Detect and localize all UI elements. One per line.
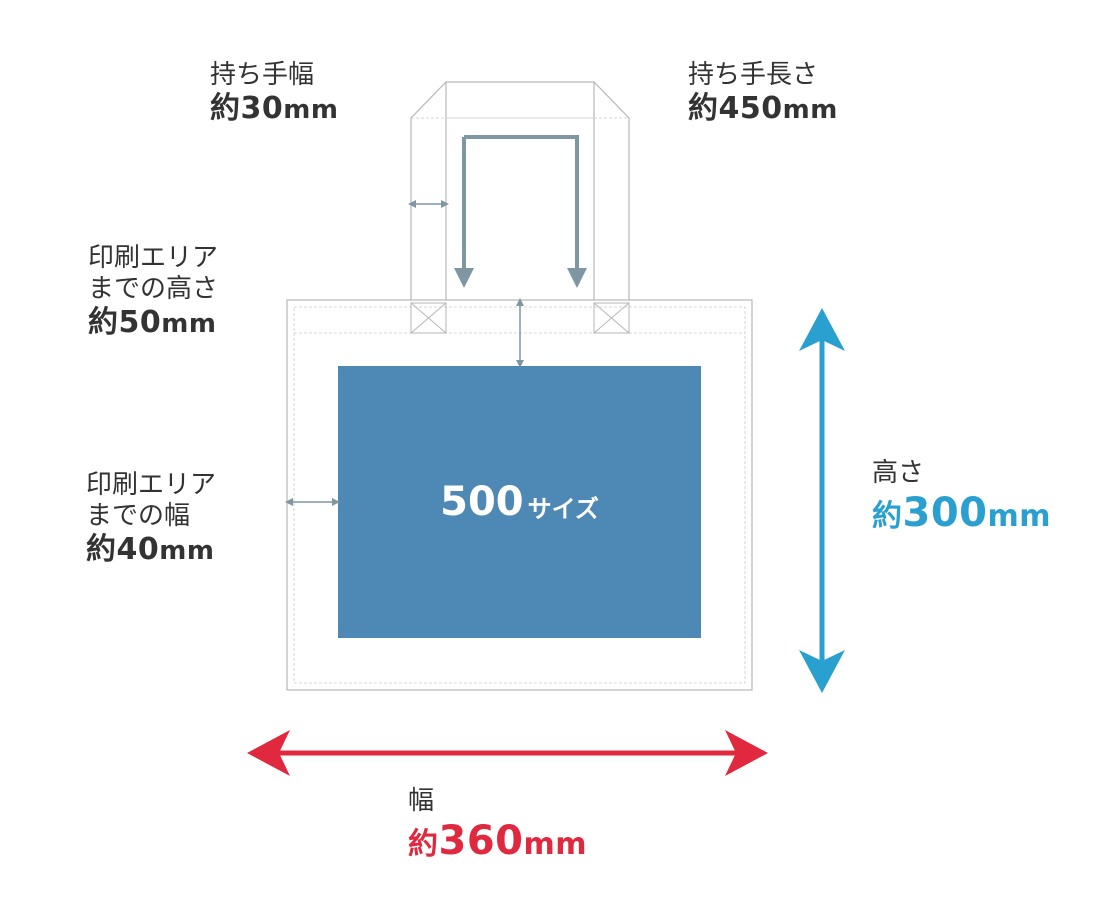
handle-width-value: 約30mm <box>210 91 338 127</box>
height-title: 高さ <box>872 458 925 488</box>
print-side-title-1: 印刷エリア <box>86 470 217 500</box>
width-unit: mm <box>523 827 588 863</box>
height-prefix: 約 <box>872 499 903 535</box>
handle-length-indicator <box>454 135 587 288</box>
print-side-number: 40 <box>116 532 160 568</box>
handle-width-title: 持ち手幅 <box>210 60 315 90</box>
handle-stitch-left <box>410 302 447 334</box>
width-number: 360 <box>438 818 524 865</box>
handle-length-number: 450 <box>718 91 783 127</box>
handle-width-label: 持ち手幅 約30mm <box>210 60 338 127</box>
print-top-title-2: までの高さ <box>88 274 219 305</box>
size-suffix: サイズ <box>527 494 599 523</box>
height-label: 高さ 約300mm <box>872 458 1051 537</box>
print-top-prefix: 約 <box>88 305 119 341</box>
width-label: 幅 約360mm <box>408 786 587 865</box>
width-arrow <box>247 730 768 776</box>
print-side-unit: mm <box>159 536 215 567</box>
print-top-title-1: 印刷エリア <box>88 243 219 273</box>
size-number: 500 <box>440 479 524 525</box>
print-side-label: 印刷エリア までの幅 約40mm <box>86 470 216 568</box>
print-top-unit: mm <box>161 309 217 340</box>
bag-handle <box>410 81 630 300</box>
print-top-number: 50 <box>118 305 162 341</box>
height-value: 約300mm <box>872 489 1051 537</box>
print-side-prefix: 約 <box>86 532 117 568</box>
print-side-title-2: までの幅 <box>86 501 191 532</box>
height-unit: mm <box>987 499 1052 535</box>
width-prefix: 約 <box>408 827 439 863</box>
height-number: 300 <box>902 490 988 537</box>
handle-length-value: 約450mm <box>688 91 838 127</box>
print-top-value: 約50mm <box>88 305 218 341</box>
print-top-label: 印刷エリア までの高さ 約50mm <box>88 243 218 341</box>
handle-length-prefix: 約 <box>688 91 719 127</box>
height-arrow <box>799 308 845 693</box>
handle-width-number: 30 <box>240 91 284 127</box>
handle-length-title: 持ち手長さ <box>688 60 819 90</box>
handle-length-unit: mm <box>782 95 838 126</box>
handle-width-prefix: 約 <box>210 91 241 127</box>
print-area <box>338 366 701 638</box>
handle-width-unit: mm <box>283 95 339 126</box>
width-value: 約360mm <box>408 817 587 865</box>
handle-length-label: 持ち手長さ 約450mm <box>688 60 838 127</box>
print-side-value: 約40mm <box>86 532 216 568</box>
width-title: 幅 <box>408 786 435 816</box>
handle-stitch-right <box>593 302 630 334</box>
